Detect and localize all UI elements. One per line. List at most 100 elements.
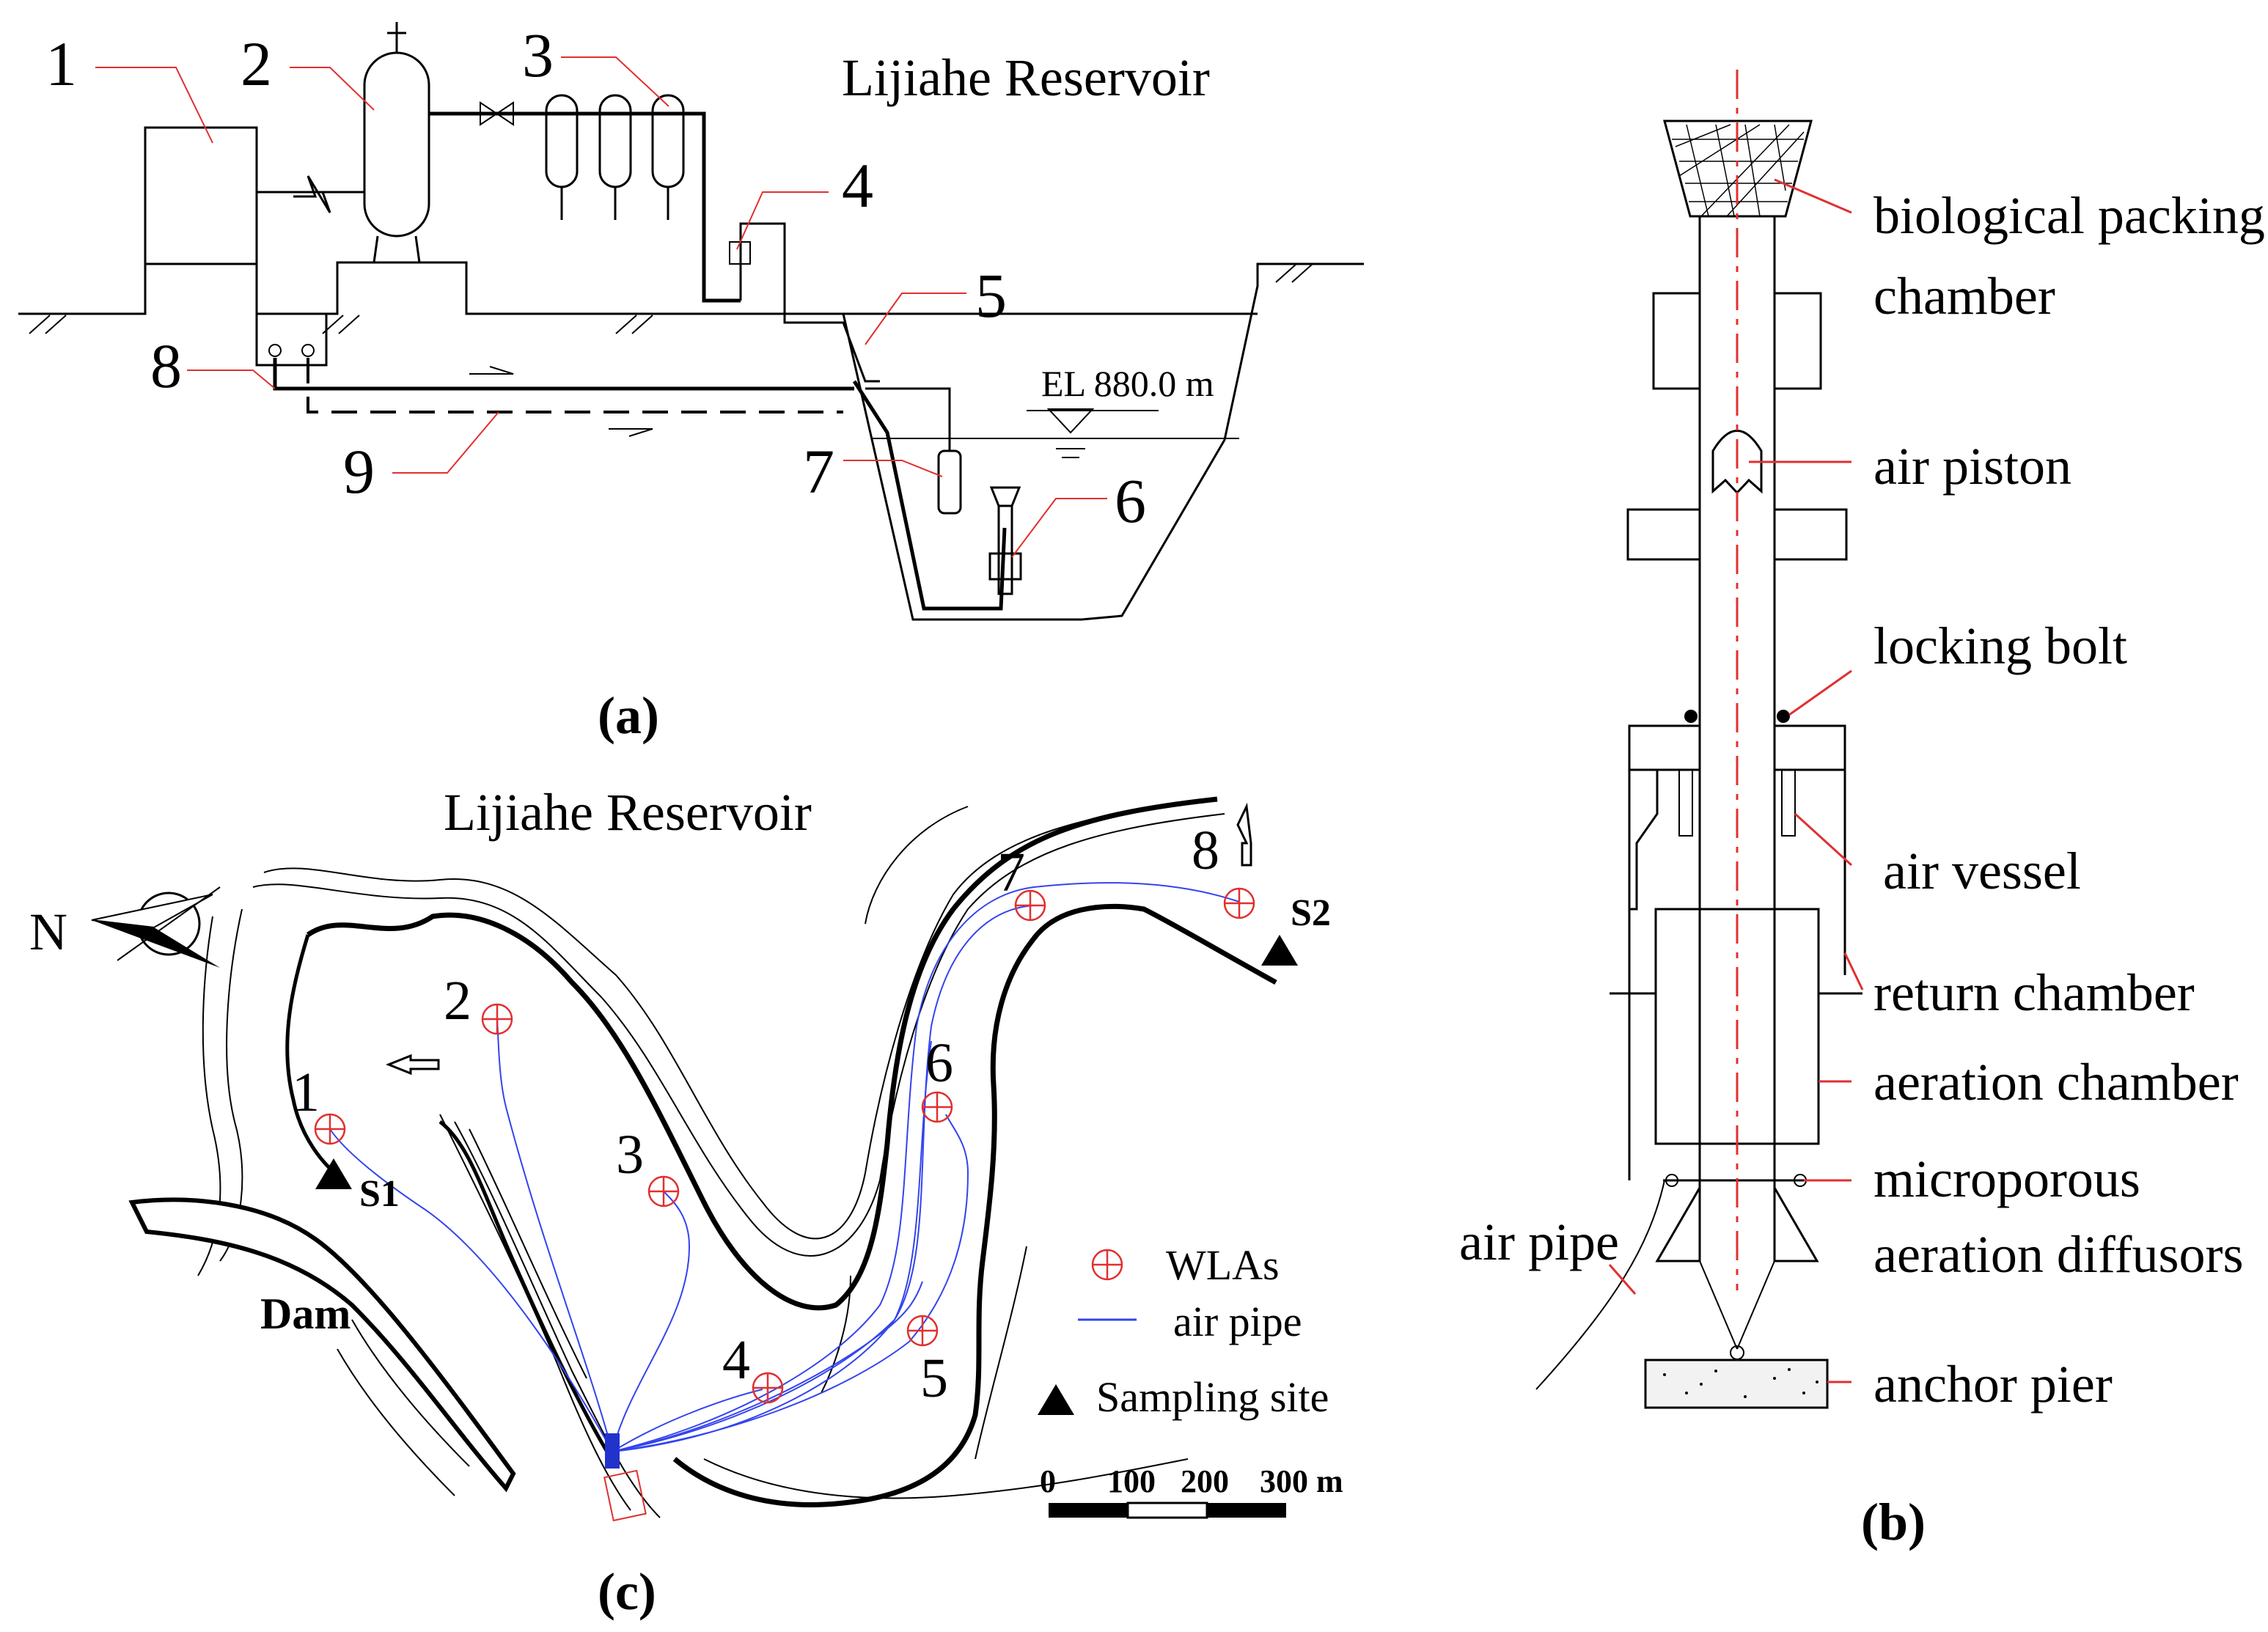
- label-microporous-2: aeration diffusors: [1874, 1225, 2244, 1284]
- label-anchor-pier: anchor pier: [1874, 1355, 2113, 1414]
- panel-a-leaders: [95, 56, 1107, 558]
- legend-site-label: Sampling site: [1096, 1373, 1329, 1421]
- shoreline-west: [285, 934, 346, 1183]
- label-north: N: [29, 903, 67, 961]
- reservoir-bank: [842, 262, 1364, 621]
- ridge-line: [438, 1120, 618, 1468]
- scale-0: 0: [1040, 1463, 1056, 1499]
- shoreline-north: [306, 796, 1218, 1311]
- label-air-pipe: air pipe: [1459, 1213, 1619, 1271]
- label-dam: Dam: [260, 1290, 351, 1338]
- tank-2: [363, 51, 430, 238]
- float-mid-left: [1626, 508, 1701, 561]
- panel-c-caption: (c): [598, 1562, 656, 1621]
- label-air-piston: air piston: [1874, 437, 2071, 496]
- flange-left: [1628, 724, 1701, 771]
- callout-2: 2: [241, 29, 272, 99]
- locking-bolt-left: [1684, 710, 1698, 723]
- float-mid-right: [1773, 508, 1848, 561]
- anchor-pier: [1644, 1359, 1829, 1409]
- contour-lines: [197, 798, 1225, 1518]
- ground-line: [18, 261, 1258, 315]
- callout-9: 9: [343, 436, 375, 507]
- legend-pipe-label: air pipe: [1173, 1298, 1302, 1345]
- main-air-pipe: [429, 111, 741, 303]
- ground-hatch: [29, 263, 1313, 334]
- pump-station: [605, 1433, 620, 1469]
- packing-chamber: [1663, 120, 1813, 218]
- wla-marker-1: [314, 1113, 346, 1145]
- air-piston: [1711, 430, 1763, 495]
- label-aeration-chamber: aeration chamber: [1874, 1053, 2239, 1111]
- panel-b-leaders: [1608, 178, 1864, 1383]
- callout-4: 4: [842, 150, 873, 221]
- cone-right: [1773, 1183, 1819, 1262]
- wla-marker-3: [647, 1175, 680, 1208]
- wla-marker-2: [481, 1003, 513, 1035]
- wla-number-7: 7: [997, 842, 1025, 903]
- wla-marker-6: [921, 1091, 953, 1123]
- float-upper-right: [1773, 292, 1822, 390]
- submerged-pipe: [852, 380, 1007, 611]
- air-pipe-line: [1535, 1180, 1665, 1390]
- wla-markers: [314, 887, 1255, 1404]
- scale-300: 300 m: [1260, 1463, 1343, 1499]
- north-arrow-icon: [91, 886, 221, 968]
- float-upper-left: [1652, 292, 1701, 390]
- panel-c-title: Lijiahe Reservoir: [444, 783, 812, 842]
- air-pipe-network: [329, 882, 1240, 1452]
- callout-7: 7: [803, 436, 834, 507]
- wla-number-6: 6: [925, 1032, 953, 1094]
- legend: WLAs air pipe Sampling site: [1038, 1241, 1329, 1421]
- station-8: [255, 312, 328, 367]
- cone-left: [1655, 1183, 1701, 1262]
- building-1: [144, 126, 258, 265]
- device-7: [937, 449, 962, 515]
- sampling-site-s1-icon: [315, 1158, 352, 1189]
- flow-arrow-icon: [385, 1054, 440, 1076]
- callout-3: 3: [522, 20, 554, 90]
- callout-8: 8: [150, 331, 182, 401]
- scale-100: 100: [1107, 1463, 1156, 1499]
- legend-site-icon: [1038, 1384, 1074, 1415]
- label-locking-bolt: locking bolt: [1874, 617, 2127, 675]
- valve-icon: [480, 101, 514, 126]
- label-return-chamber: return chamber: [1874, 963, 2195, 1022]
- elevation-label: EL 880.0 m: [1041, 363, 1214, 404]
- wla-marker-7: [1014, 889, 1046, 922]
- callout-6: 6: [1115, 466, 1146, 536]
- wla-number-8: 8: [1192, 820, 1219, 881]
- flange-right: [1773, 724, 1846, 771]
- label-packing-1: biological packing: [1874, 186, 2265, 245]
- dam-shape: [128, 1197, 516, 1493]
- wla-number-2: 2: [444, 970, 471, 1032]
- callout-5: 5: [975, 260, 1007, 331]
- scale-200: 200: [1181, 1463, 1229, 1499]
- flow-arrow-icon-2: [1236, 802, 1252, 867]
- panel-a: 1 2 3 4 5 6 7 8 9 Lijiahe Reservoir EL 8…: [18, 20, 1364, 745]
- water-mark-icon: [1046, 408, 1095, 434]
- panel-b-caption: (b): [1861, 1493, 1926, 1551]
- wla-number-3: 3: [616, 1124, 644, 1186]
- label-microporous-1: microporous: [1874, 1150, 2140, 1208]
- wla-marker-5: [906, 1315, 939, 1347]
- pipe-4: [739, 222, 880, 383]
- label-s2: S2: [1291, 892, 1331, 934]
- wla-number-4: 4: [722, 1329, 750, 1391]
- station-outline: [603, 1469, 647, 1522]
- label-packing-2: chamber: [1874, 267, 2055, 326]
- wla-number-5: 5: [920, 1348, 948, 1409]
- panel-c: Lijiahe Reservoir Dam: [29, 783, 1343, 1621]
- callout-1: 1: [45, 29, 77, 99]
- aerator-6: [988, 486, 1022, 621]
- pipe-8: [273, 358, 854, 391]
- shoreline-south: [672, 903, 1277, 1507]
- filters-3: [545, 94, 685, 220]
- legend-wla-icon: [1091, 1249, 1123, 1281]
- wla-number-1: 1: [292, 1062, 320, 1123]
- label-s1: S1: [359, 1173, 400, 1215]
- panel-a-caption: (a): [598, 686, 659, 745]
- anchor-texture: [1663, 1368, 1819, 1398]
- locking-bolt-right: [1777, 710, 1790, 723]
